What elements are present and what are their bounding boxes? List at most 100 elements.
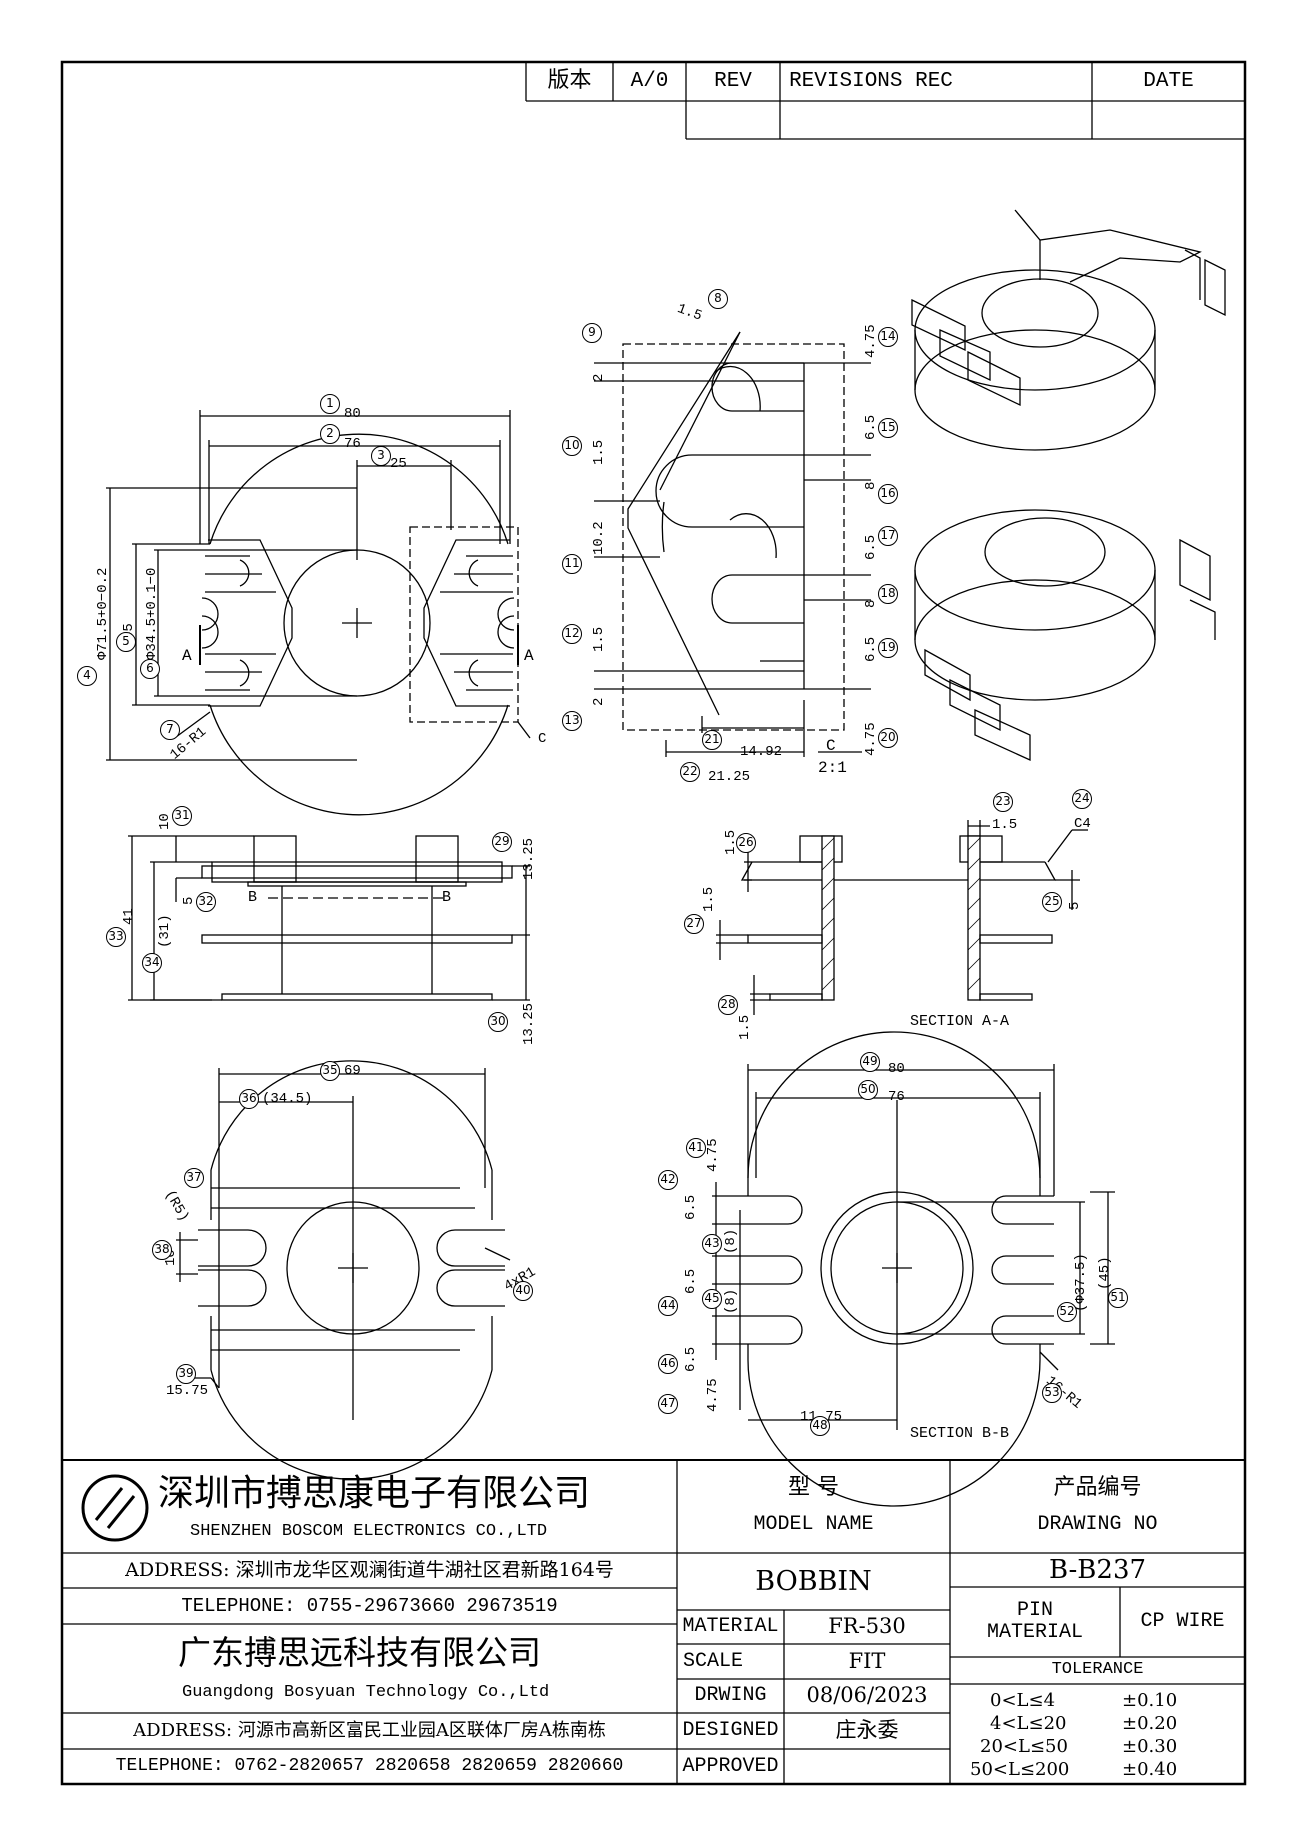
company2-en: Guangdong Bosyuan Technology Co.,Ltd [182,1683,550,1702]
dim-2-bottom: 2 [591,697,607,706]
drawing-no-en: DRAWING NO [1037,1513,1158,1536]
balloon-top-view-7: 7 [160,720,180,740]
tolerance-range-1: 0<L≤4 [990,1690,1056,1711]
balloon-section-aa-3: 25 [1042,892,1062,912]
dim-80: 80 [344,406,361,422]
balloon-side-view-2: 30 [488,1012,508,1032]
drawing-no-value: B-B237 [1048,1554,1147,1585]
dim-dia-34-5: Φ34.5+0.1−0 [144,567,160,660]
dim-bb-4-75-top: 4.75 [705,1138,721,1172]
dim-1-5-b: 1.5 [591,626,607,652]
balloon-section-bb-11: 51 [1108,1288,1128,1308]
balloon-detail-c-14: 21 [702,730,722,750]
dim-6-5-c: 6.5 [863,636,879,662]
dim-aa-1-5-c: 1.5 [737,1014,753,1040]
dim-bb-4-75-bottom: 4.75 [705,1378,721,1412]
balloon-detail-c-9: 16 [878,484,898,504]
dim-15-75: 15.75 [166,1383,209,1399]
isometric-views [911,209,1226,762]
balloon-section-aa-5: 27 [684,914,704,934]
revision-block-lines [525,62,1245,140]
balloon-section-bb-13: 53 [1042,1383,1062,1403]
drawing-no-cn: 产品编号 [1053,1474,1142,1500]
balloon-section-bb-12: 52 [1057,1302,1077,1322]
section-aa-geometry [716,820,1088,1015]
balloon-section-bb-9: 49 [860,1052,880,1072]
pin-material-label: PIN MATERIAL [986,1599,1083,1644]
balloon-side-view-5: 33 [106,927,126,947]
dim-69: 69 [344,1063,361,1079]
dim-c4: C4 [1074,816,1091,832]
dim-1-5-a: 1.5 [591,439,607,465]
address1: ADDRESS: 深圳市龙华区观澜街道牛湖社区君新路164号 [125,1559,614,1582]
tolerance-range-4: 50<L≤200 [970,1759,1070,1780]
dim-5: 5 [181,896,197,905]
balloon-bottom-view-4: 38 [152,1240,172,1260]
telephone1: TELEPHONE: 0755-29673660 29673519 [181,1594,558,1617]
tolerance-value-1: ±0.10 [1122,1690,1178,1711]
balloon-detail-c-6: 13 [562,711,582,731]
tolerance-value-4: ±0.40 [1122,1759,1178,1780]
company2-cn: 广东搏思远科技有限公司 [178,1633,541,1672]
balloon-section-bb-1: 41 [686,1138,706,1158]
dim-4-75-top: 4.75 [863,324,879,358]
designed-label: DESIGNED [682,1719,779,1742]
balloon-side-view-1: 29 [492,832,512,852]
balloon-section-bb-6: 46 [658,1354,678,1374]
version-label: 版本 [547,68,592,94]
dim-76: 76 [344,436,361,452]
scale-label: SCALE [683,1649,744,1673]
model-name-en: MODEL NAME [753,1513,874,1536]
dim-45-b: (45) [1097,1256,1113,1290]
side-view-geometry [128,835,530,1001]
company1-en: SHENZHEN BOSCOM ELECTRONICS CO.,LTD [190,1522,548,1541]
model-name-cn: 型 号 [788,1474,839,1500]
balloon-side-view-6: 34 [142,953,162,973]
balloon-detail-c-15: 22 [680,762,700,782]
scale-value: FIT [848,1648,886,1673]
dim-aa-5: 5 [1067,901,1083,910]
company1-cn: 深圳市搏思康电子有限公司 [158,1473,591,1514]
drawing-date-value: 08/06/2023 [806,1683,928,1708]
dim-6-5-b: 6.5 [863,534,879,560]
balloon-detail-c-12: 19 [878,638,898,658]
balloon-detail-c-3: 10 [562,436,582,456]
dim-13-25-top: 13.25 [521,837,537,880]
pin-material-value: CP WIRE [1140,1610,1225,1633]
balloon-top-view-6: 6 [140,659,160,679]
balloon-section-aa-1: 23 [993,792,1013,812]
balloon-detail-c-13: 20 [878,728,898,748]
dim-4-75-bottom: 4.75 [863,722,879,756]
balloon-bottom-view-2: 36 [239,1089,259,1109]
section-a-left: A [182,647,192,665]
dim-2-top: 2 [591,373,607,382]
dim-dia-71-5: Φ71.5+0−0.2 [95,567,111,660]
dim-bb-80: 80 [888,1061,905,1077]
revisions-label: REVISIONS REC [789,69,953,93]
balloon-top-view-5: 5 [116,632,136,652]
balloon-section-aa-4: 26 [736,833,756,853]
dim-dia-37-5: (Φ37.5) [1073,1253,1089,1312]
balloon-side-view-3: 31 [172,806,192,826]
section-b-right: B [442,889,452,906]
balloon-top-view-1: 1 [320,394,340,414]
balloon-section-bb-2: 42 [658,1170,678,1190]
balloon-section-bb-10: 50 [858,1080,878,1100]
balloon-detail-c-7: 14 [878,327,898,347]
balloon-section-bb-4: 44 [658,1296,678,1316]
drawing-border [60,60,1247,1786]
dim-aa-1-5-d: 1.5 [992,817,1018,833]
material-label: MATERIAL [682,1615,779,1638]
section-bb-title: SECTION B-B [910,1425,1010,1442]
section-b-left: B [248,889,258,906]
date-label: DATE [1143,69,1194,93]
tolerance-range-2: 4<L≤20 [990,1713,1067,1734]
balloon-section-bb-7: 47 [658,1394,678,1414]
balloon-section-bb-5: 45 [702,1289,722,1309]
detail-c-callout: C [538,731,547,747]
balloon-top-view-3: 3 [371,446,391,466]
dim-6-5-a: 6.5 [863,414,879,440]
balloon-section-bb-3: 43 [702,1234,722,1254]
dim-bb-6-5-b: 6.5 [683,1268,699,1294]
balloon-detail-c-1: 8 [708,289,728,309]
